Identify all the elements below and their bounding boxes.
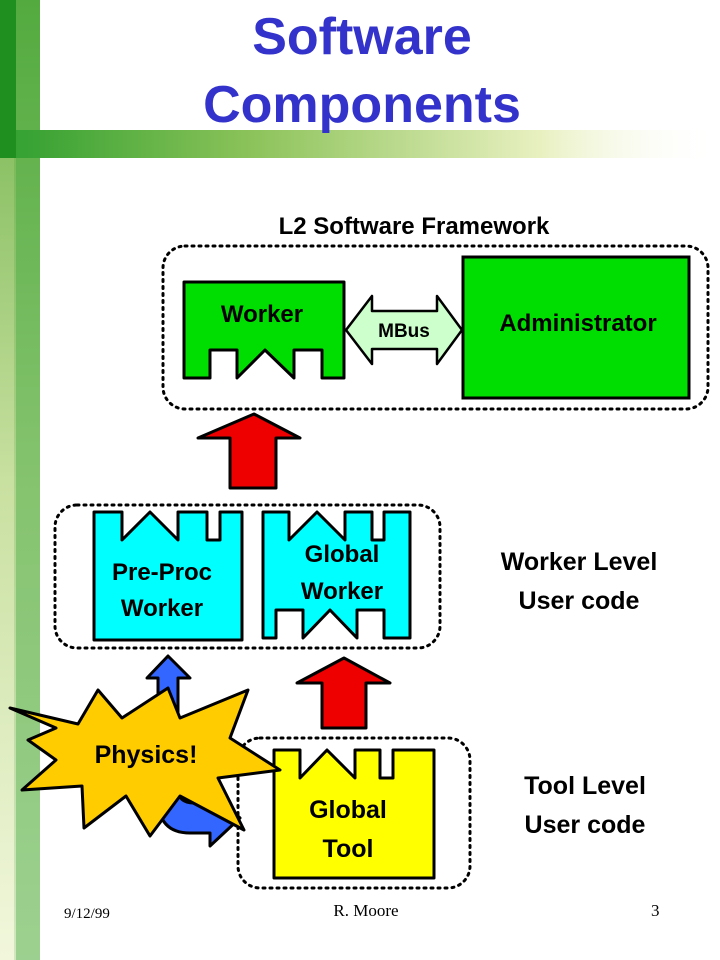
- title-line-2: Components: [203, 76, 521, 134]
- worker-block: Worker: [182, 280, 346, 380]
- physics-label: Physics!: [95, 741, 198, 769]
- physics-burst: Physics!: [8, 686, 282, 838]
- global-tool-line-2: Tool: [323, 835, 374, 863]
- title-line-1: Software: [252, 8, 472, 66]
- red-arrow-up-top: [196, 412, 302, 490]
- footer-page-number: 3: [651, 901, 660, 920]
- preproc-line-2: Worker: [121, 595, 203, 622]
- administrator-block: Administrator: [461, 255, 691, 400]
- footer-date: 9/12/99: [64, 906, 110, 922]
- tool-level-label-2: User code: [525, 811, 646, 839]
- worker-level-label-2: User code: [519, 587, 640, 615]
- administrator-label: Administrator: [499, 310, 656, 337]
- global-tool-line-1: Global: [309, 796, 387, 824]
- global-worker-line-1: Global: [305, 541, 380, 568]
- preproc-worker-block: Pre-Proc Worker: [92, 510, 244, 642]
- tool-level-label-1: Tool Level: [524, 772, 646, 800]
- mbus-connector: MBus: [344, 294, 464, 366]
- tool-level-container: [236, 736, 472, 890]
- worker-level-label-1: Worker Level: [501, 548, 658, 576]
- mbus-label: MBus: [378, 321, 430, 342]
- preproc-line-1: Pre-Proc: [112, 559, 212, 586]
- red-arrow-up-bottom: [295, 656, 392, 730]
- footer-author: R. Moore: [333, 901, 398, 920]
- worker-level-container: [53, 503, 442, 650]
- worker-label: Worker: [221, 301, 303, 328]
- global-worker-block: Global Worker: [261, 510, 412, 640]
- global-tool-block: Global Tool: [272, 748, 436, 880]
- framework-label: L2 Software Framework: [279, 213, 550, 240]
- framework-container: [161, 244, 710, 411]
- global-worker-line-2: Worker: [301, 578, 383, 605]
